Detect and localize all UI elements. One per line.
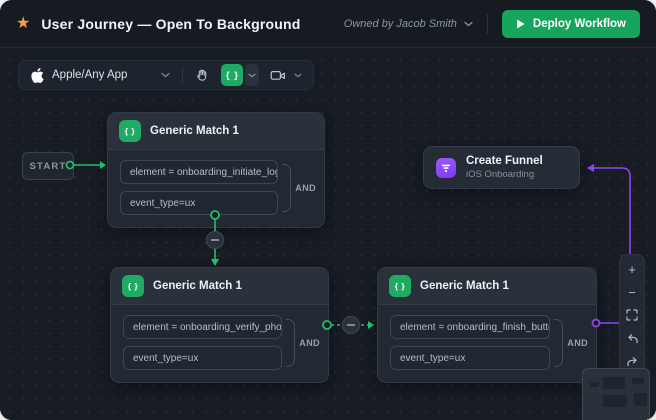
start-label: START <box>29 160 67 172</box>
condition-pill[interactable]: event_type=ux <box>123 346 283 370</box>
header-bar: ★ User Journey — Open To Background Owne… <box>0 0 656 48</box>
hand-icon <box>197 69 207 81</box>
minimap-node <box>632 378 644 384</box>
undo-icon <box>627 333 638 343</box>
and-operator: AND <box>286 318 320 367</box>
condition-pill[interactable]: event_type=ux <box>120 191 279 215</box>
minimap-node <box>634 393 647 406</box>
node1-output-port[interactable] <box>210 210 220 220</box>
funnel-subtitle: iOS Onboarding <box>466 168 535 180</box>
braces-icon: { } <box>119 120 141 142</box>
brace-connector <box>282 163 292 212</box>
fit-view-button[interactable] <box>622 307 642 323</box>
screen-capture-dropdown[interactable] <box>291 64 305 86</box>
funnel-title: Create Funnel <box>466 155 543 168</box>
plus-icon: + <box>628 261 636 277</box>
apple-logo-icon <box>31 67 44 83</box>
pan-hand-tool[interactable] <box>191 64 213 86</box>
redo-icon <box>626 356 637 366</box>
screen-capture-tool[interactable] <box>267 64 289 86</box>
generic-match-node-3[interactable]: { } Generic Match 1 element = onboarding… <box>377 267 597 383</box>
and-operator: AND <box>282 163 316 212</box>
header-divider <box>486 13 488 34</box>
app-selector-label: Apple/Any App <box>52 69 128 81</box>
braces-icon: { } <box>389 275 411 297</box>
braces-icon: { } <box>122 275 144 297</box>
zoom-control-panel: + − <box>619 254 645 376</box>
node-header: { } Generic Match 1 <box>378 268 596 305</box>
create-funnel-node[interactable]: Create Funnel iOS Onboarding <box>423 146 580 189</box>
code-match-tool-dropdown[interactable] <box>245 64 260 86</box>
page-title: User Journey — Open To Background <box>41 15 301 32</box>
zoom-out-button[interactable]: − <box>622 284 642 300</box>
workflow-canvas[interactable]: Apple/Any App { } <box>0 48 656 420</box>
condition-pill[interactable]: element = onboarding_verify_phone <box>123 315 283 339</box>
node-body: element = onboarding_initiate_login even… <box>108 150 324 227</box>
play-icon <box>516 19 525 28</box>
condition-pill[interactable]: element = onboarding_initiate_login <box>120 160 279 184</box>
video-camera-icon <box>271 70 286 80</box>
deploy-workflow-label: Deploy Workflow <box>532 17 626 30</box>
start-node[interactable]: START <box>22 152 74 180</box>
generic-match-node-2[interactable]: { } Generic Match 1 element = onboarding… <box>110 267 329 383</box>
favorite-star-icon[interactable]: ★ <box>16 14 31 32</box>
condition-pill[interactable]: event_type=ux <box>390 346 551 370</box>
app-selector-dropdown[interactable]: Apple/Any App <box>27 67 174 83</box>
canvas-toolbar: Apple/Any App { } <box>18 60 315 90</box>
start-output-port[interactable] <box>65 160 75 170</box>
zoom-in-button[interactable]: + <box>622 261 642 277</box>
node-title: Generic Match 1 <box>420 280 509 292</box>
undo-button[interactable] <box>622 330 642 346</box>
node-body: element = onboarding_finish_button event… <box>378 305 596 382</box>
node-title: Generic Match 1 <box>150 125 239 137</box>
minimap-node <box>603 395 627 407</box>
owner-label: Owned by Jacob Smith <box>343 17 457 30</box>
edge-remove-badge[interactable] <box>206 231 224 249</box>
fit-screen-icon <box>626 309 638 321</box>
brace-connector <box>286 318 296 367</box>
funnel-icon <box>436 157 456 178</box>
minimap-node <box>590 382 599 387</box>
node3-output-port[interactable] <box>591 318 601 328</box>
condition-pill[interactable]: element = onboarding_finish_button <box>390 315 551 339</box>
node-header: { } Generic Match 1 <box>108 113 324 150</box>
toolbar-divider <box>182 67 184 83</box>
minimap[interactable] <box>582 368 650 420</box>
minus-icon: − <box>628 284 636 300</box>
node-title: Generic Match 1 <box>153 280 242 292</box>
brace-connector <box>554 318 564 367</box>
node-header: { } Generic Match 1 <box>111 268 328 305</box>
node-body: element = onboarding_verify_phone event_… <box>111 305 328 382</box>
and-operator: AND <box>554 318 588 367</box>
minimap-node <box>603 377 625 389</box>
deploy-workflow-button[interactable]: Deploy Workflow <box>501 9 640 38</box>
generic-match-node-1[interactable]: { } Generic Match 1 element = onboarding… <box>107 112 325 228</box>
chevron-down-icon <box>294 73 302 78</box>
braces-icon: { } <box>225 69 239 81</box>
chevron-down-icon <box>248 73 256 78</box>
redo-button[interactable] <box>622 353 642 369</box>
chevron-down-icon <box>161 72 171 78</box>
edge-remove-badge[interactable] <box>342 316 360 334</box>
node2-output-port[interactable] <box>322 320 332 330</box>
owner-dropdown[interactable]: Owned by Jacob Smith <box>344 18 473 30</box>
code-match-tool[interactable]: { } <box>221 64 244 86</box>
chevron-down-icon <box>464 21 473 26</box>
